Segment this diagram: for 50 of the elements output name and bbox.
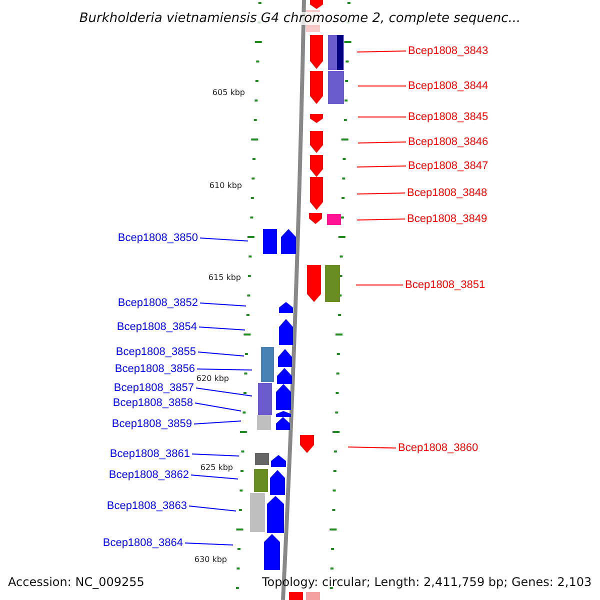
gene-label: Bcep1808_3864 xyxy=(102,538,183,548)
leader-line xyxy=(194,420,242,424)
scale-label: 625 kbp xyxy=(200,464,233,472)
gene-label: Bcep1808_3855 xyxy=(116,346,196,358)
gene-label: Bcep1808_3861 xyxy=(110,448,190,460)
gene-label: Bcep1808_3847 xyxy=(408,160,488,172)
gene-label: Bcep1808_3850 xyxy=(118,232,198,244)
footer-text: Topology: circular; Length: 2,411,759 bp; Genes: 2,103 xyxy=(262,576,592,588)
gene-label: Bcep1808_3854 xyxy=(116,322,197,332)
scale-label: 610 kbp xyxy=(209,182,242,190)
leader-line xyxy=(194,402,242,412)
gene-label: Bcep1808_3843 xyxy=(408,46,488,56)
leader-line xyxy=(356,192,406,194)
leader-line xyxy=(196,368,252,370)
gene-label: Bcep1808_3862 xyxy=(108,470,189,480)
leader-line xyxy=(356,50,406,52)
leader-line xyxy=(190,474,238,480)
gene-label: Bcep1808_3848 xyxy=(407,188,488,198)
leader-line xyxy=(188,506,236,512)
gene-label: Bcep1808_3857 xyxy=(114,382,194,394)
leader-line xyxy=(358,116,406,118)
leader-line xyxy=(356,284,404,286)
scale-label: 615 kbp xyxy=(208,274,241,282)
footer-text: Accession: NC_009255 xyxy=(8,576,144,588)
scale-label: 620 kbp xyxy=(196,375,229,383)
scale-label: 630 kbp xyxy=(194,556,227,564)
gene-label: Bcep1808_3851 xyxy=(405,280,486,290)
leader-line xyxy=(200,302,246,306)
gene-label: Bcep1808_3856 xyxy=(114,364,195,374)
gene-label: Bcep1808_3860 xyxy=(398,442,478,454)
leader-line xyxy=(198,326,246,330)
leader-line xyxy=(200,238,248,242)
gene-label: Bcep1808_3845 xyxy=(408,112,488,122)
leader-line xyxy=(348,446,396,448)
gene-label: Bcep1808_3863 xyxy=(106,500,187,512)
gene-label: Bcep1808_3849 xyxy=(407,214,488,224)
leader-line xyxy=(356,166,406,168)
gene-label: Bcep1808_3846 xyxy=(408,136,488,148)
gene-label: Bcep1808_3852 xyxy=(118,298,198,308)
leader-line xyxy=(196,388,252,396)
scale-label: 605 kbp xyxy=(212,89,245,97)
gene-label: Bcep1808_3844 xyxy=(408,80,488,92)
leader-line xyxy=(198,352,244,356)
gene-label: Bcep1808_3858 xyxy=(112,398,193,408)
leader-line xyxy=(356,218,406,220)
leader-line xyxy=(358,142,406,144)
gene-label: Bcep1808_3859 xyxy=(112,418,192,430)
title: Burkholderia vietnamiensis G4 chromosome 2, complete sequenc... xyxy=(79,12,521,25)
leader-line xyxy=(184,542,234,546)
leader-line xyxy=(192,454,240,456)
